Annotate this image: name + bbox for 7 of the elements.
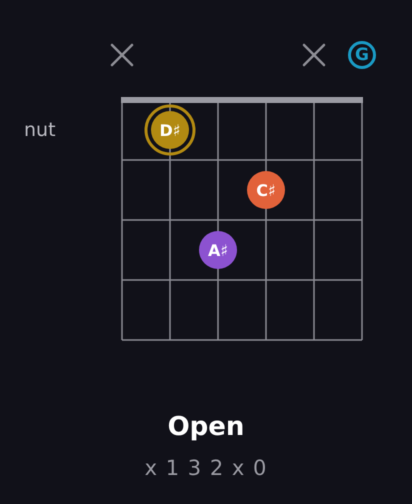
- chord-title: Open: [168, 412, 244, 442]
- note-dot: A♯: [199, 231, 237, 269]
- nut-label: nut: [24, 119, 56, 141]
- fingering-text: x 1 3 2 x 0: [144, 456, 268, 480]
- open-string-marker: G: [348, 41, 376, 69]
- root-note-dot: D♯: [151, 111, 189, 149]
- note-dot: C♯: [247, 171, 285, 209]
